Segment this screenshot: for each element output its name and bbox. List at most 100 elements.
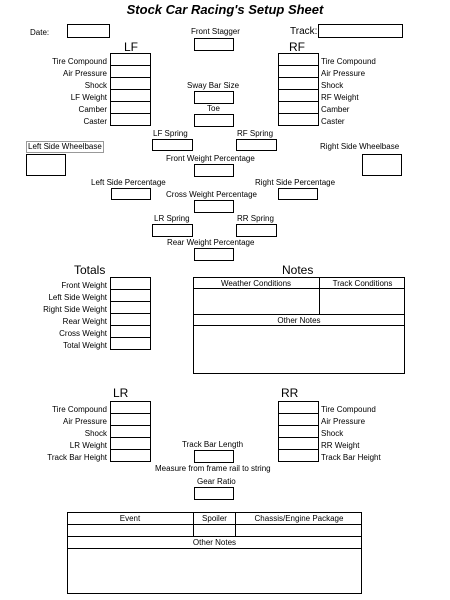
lr-heading: LR	[113, 386, 129, 400]
lf-label-shock: Shock	[84, 81, 107, 90]
event-table-divider-1	[193, 512, 195, 536]
right-side-percentage-field[interactable]	[278, 188, 318, 200]
event-table-other-notes-rule	[67, 548, 362, 550]
cross-weight-percentage-field[interactable]	[194, 200, 234, 213]
track-field[interactable]	[318, 24, 403, 38]
rf-field-caster[interactable]	[278, 113, 319, 126]
chassis-engine-package-label: Chassis/Engine Package	[254, 514, 344, 523]
right-side-percentage-label: Right Side Percentage	[255, 178, 336, 187]
rr-label-weight: RR Weight	[321, 441, 360, 450]
lf-field-caster[interactable]	[110, 113, 151, 126]
notes-header-rule	[193, 288, 405, 290]
date-label: Date:	[30, 28, 50, 37]
date-field[interactable]	[67, 24, 110, 38]
track-conditions-label: Track Conditions	[332, 279, 393, 288]
lf-spring-label: LF Spring	[153, 129, 188, 138]
right-side-wheelbase-label: Right Side Wheelbase	[320, 142, 400, 151]
event-table	[67, 512, 362, 594]
track-conditions-field[interactable]	[321, 290, 404, 313]
front-weight-percentage-label: Front Weight Percentage	[166, 154, 255, 163]
track-label: Track:	[290, 26, 318, 37]
totals-label-total-weight: Total Weight	[63, 341, 107, 350]
rf-heading: RF	[289, 40, 305, 54]
weather-conditions-label: Weather Conditions	[220, 279, 292, 288]
event-other-notes-field[interactable]	[69, 550, 360, 592]
lr-field-track-bar-height[interactable]	[110, 449, 151, 462]
rr-label-shock: Shock	[321, 429, 344, 438]
page-title: Stock Car Racing's Setup Sheet	[126, 2, 324, 17]
front-stagger-label: Front Stagger	[191, 27, 240, 36]
rr-field-track-bar-height[interactable]	[278, 449, 319, 462]
notes-heading: Notes	[282, 263, 314, 277]
left-side-wheelbase-label: Left Side Wheelbase	[26, 141, 104, 153]
rear-weight-percentage-label: Rear Weight Percentage	[167, 238, 255, 247]
other-notes-header-rule	[193, 325, 405, 327]
totals-field-total-weight[interactable]	[110, 337, 151, 350]
totals-heading: Totals	[74, 263, 106, 277]
measure-note: Measure from frame rail to string	[155, 464, 271, 473]
totals-label-right-side-weight: Right Side Weight	[43, 305, 107, 314]
rr-heading: RR	[281, 386, 299, 400]
toe-field[interactable]	[194, 114, 234, 127]
left-side-percentage-label: Left Side Percentage	[91, 178, 166, 187]
lr-label-track-bar-height: Track Bar Height	[47, 453, 107, 462]
chassis-engine-package-field[interactable]	[237, 526, 360, 535]
rf-spring-field[interactable]	[236, 139, 277, 151]
totals-label-front-weight: Front Weight	[61, 281, 107, 290]
sway-bar-size-label: Sway Bar Size	[187, 81, 240, 90]
rf-spring-label: RF Spring	[237, 129, 274, 138]
rr-label-air-pressure: Air Pressure	[321, 417, 366, 426]
event-field[interactable]	[69, 526, 192, 535]
left-side-wheelbase-field[interactable]	[26, 154, 66, 176]
toe-label: Toe	[207, 104, 220, 113]
rf-label-shock: Shock	[321, 81, 344, 90]
rr-spring-field[interactable]	[236, 224, 277, 237]
lf-label-weight: LF Weight	[70, 93, 107, 102]
totals-label-rear-weight: Rear Weight	[62, 317, 107, 326]
rr-spring-label: RR Spring	[237, 214, 274, 223]
rf-label-weight: RF Weight	[321, 93, 359, 102]
notes-mid-rule	[193, 314, 405, 316]
totals-label-left-side-weight: Left Side Weight	[48, 293, 107, 302]
notes-column-divider	[319, 277, 321, 314]
rr-label-track-bar-height: Track Bar Height	[321, 453, 381, 462]
sway-bar-size-field[interactable]	[194, 91, 234, 104]
rf-label-tire-compound: Tire Compound	[321, 57, 376, 66]
gear-ratio-label: Gear Ratio	[197, 477, 236, 486]
lf-heading: LF	[124, 40, 139, 54]
lr-spring-label: LR Spring	[154, 214, 190, 223]
front-stagger-field[interactable]	[194, 38, 234, 51]
gear-ratio-field[interactable]	[194, 487, 234, 500]
lr-label-air-pressure: Air Pressure	[62, 417, 107, 426]
lr-label-tire-compound: Tire Compound	[52, 405, 107, 414]
event-table-header-rule	[67, 524, 362, 526]
front-weight-percentage-field[interactable]	[194, 164, 234, 177]
event-label: Event	[119, 514, 141, 523]
other-notes-label: Other Notes	[277, 316, 321, 325]
event-table-mid-rule	[67, 536, 362, 538]
totals-label-cross-weight: Cross Weight	[59, 329, 107, 338]
lf-label-camber: Camber	[78, 105, 107, 114]
rear-weight-percentage-field[interactable]	[194, 248, 234, 261]
weather-conditions-field[interactable]	[195, 290, 318, 313]
rf-label-camber: Camber	[321, 105, 350, 114]
right-side-wheelbase-field[interactable]	[362, 154, 402, 176]
lr-spring-field[interactable]	[152, 224, 193, 237]
track-bar-length-field[interactable]	[194, 450, 234, 463]
other-notes-field[interactable]	[195, 327, 403, 372]
lf-spring-field[interactable]	[152, 139, 193, 151]
event-table-divider-2	[235, 512, 237, 536]
cross-weight-percentage-label: Cross Weight Percentage	[166, 190, 258, 199]
event-other-notes-label: Other Notes	[192, 538, 237, 547]
lf-label-air-pressure: Air Pressure	[62, 69, 107, 78]
spoiler-field[interactable]	[195, 526, 234, 535]
left-side-percentage-field[interactable]	[111, 188, 151, 200]
lf-label-tire-compound: Tire Compound	[52, 57, 107, 66]
spoiler-label: Spoiler	[202, 514, 227, 523]
lf-label-caster: Caster	[83, 117, 107, 126]
rr-label-tire-compound: Tire Compound	[321, 405, 376, 414]
lr-label-weight: LR Weight	[69, 441, 107, 450]
rf-label-caster: Caster	[321, 117, 345, 126]
rf-label-air-pressure: Air Pressure	[321, 69, 366, 78]
lr-label-shock: Shock	[84, 429, 107, 438]
